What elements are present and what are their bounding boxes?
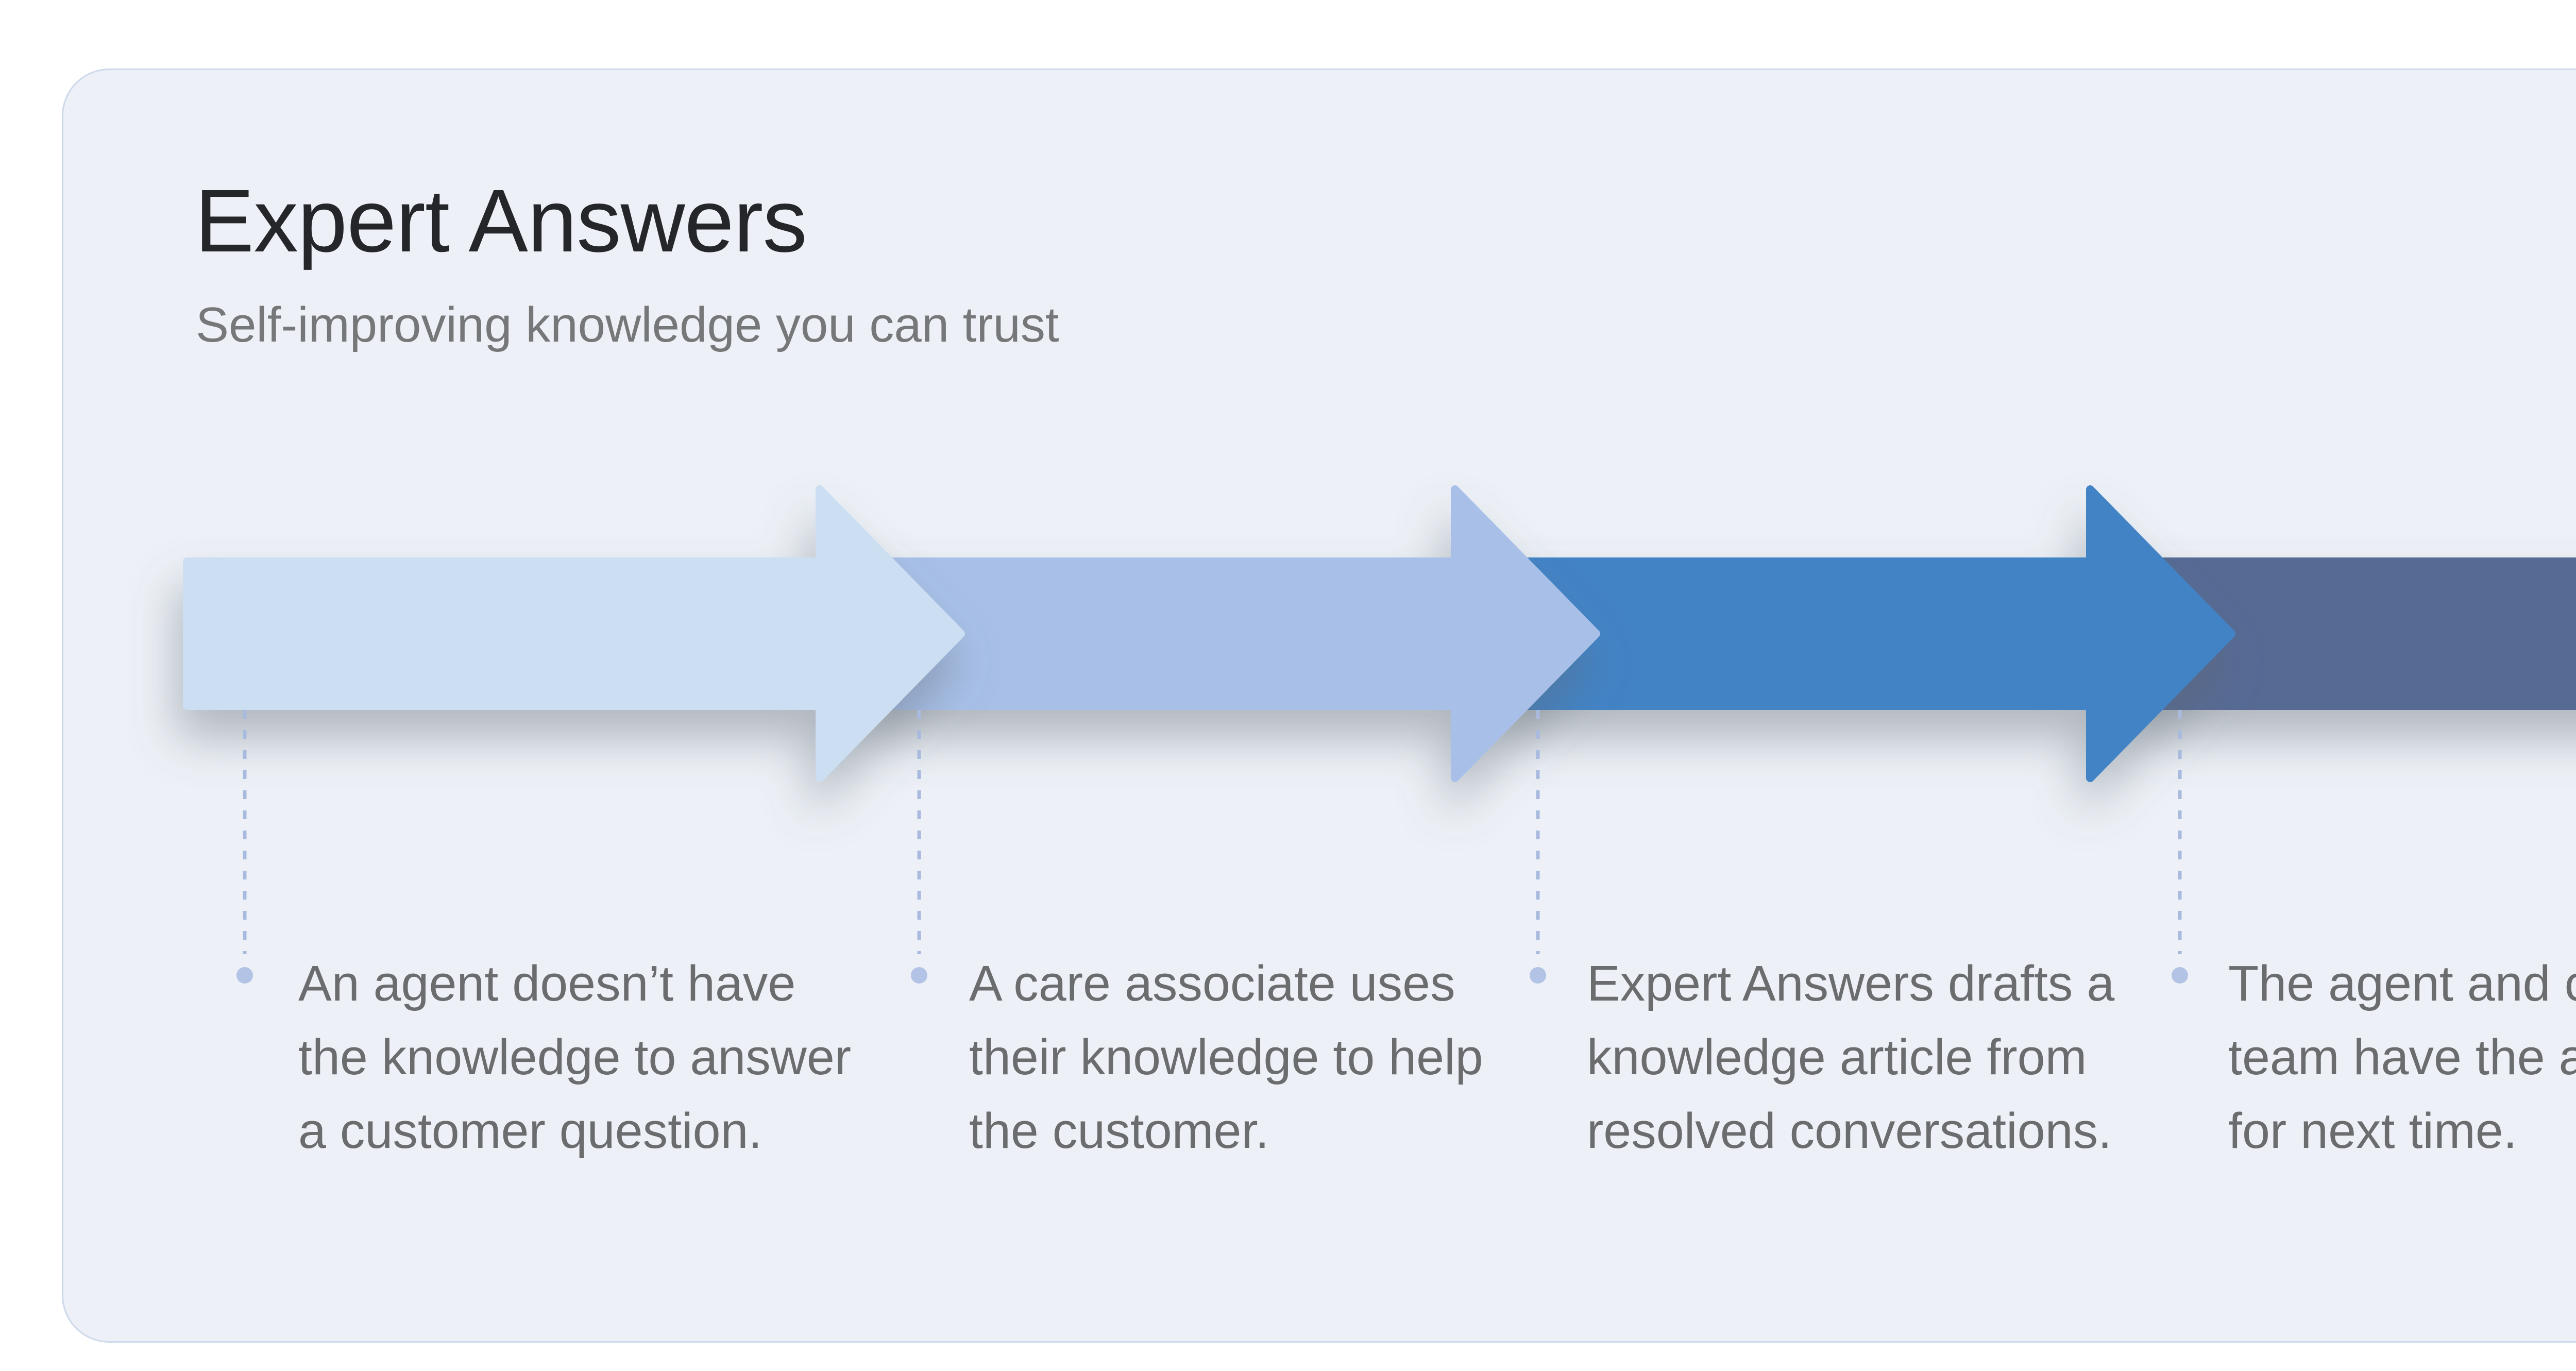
step-4-description: The agent and care team have the answer …	[2228, 955, 2576, 1159]
arrow-step-3	[1499, 485, 2235, 782]
arrow-step-2	[864, 485, 1600, 782]
step-2-description: A care associate uses their knowledge to…	[969, 955, 1483, 1159]
connector-dot-1	[236, 967, 253, 984]
connector-dot-3	[1530, 967, 1546, 984]
connector-dot-4	[2172, 967, 2188, 984]
page-title: Expert Answers	[195, 171, 807, 270]
step-3-description: Expert Answers drafts a knowledge articl…	[1587, 955, 2115, 1159]
page-subtitle: Self-improving knowledge you can trust	[196, 297, 1059, 352]
arrow-step-4	[2134, 557, 2576, 710]
connector-dot-2	[911, 967, 927, 984]
arrow-step-1	[183, 485, 965, 782]
step-1-description: An agent doesn’t have the knowledge to a…	[298, 955, 852, 1159]
